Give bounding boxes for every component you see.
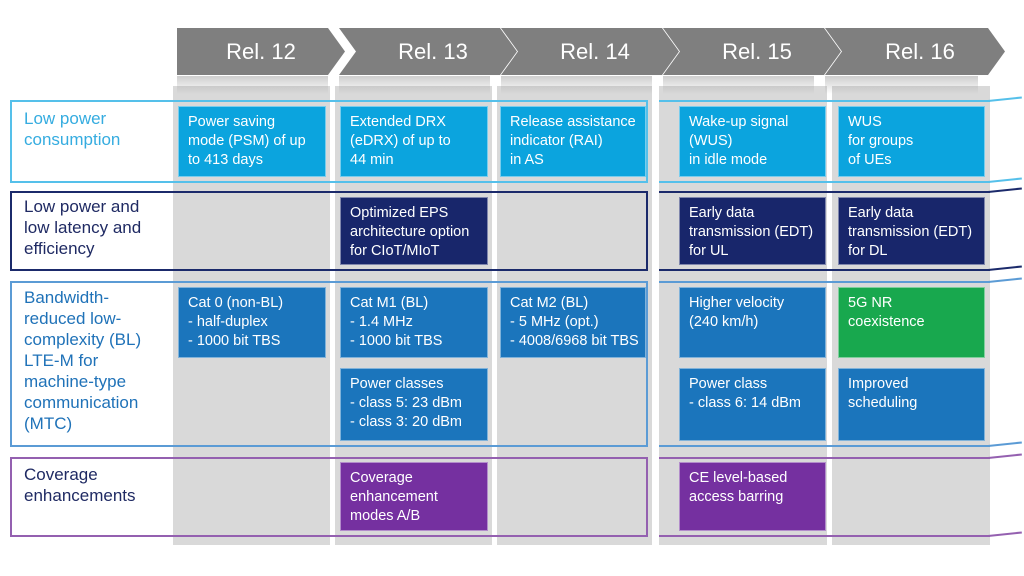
feature-cell-ce-modes-ab: Coverage enhancement modes A/B — [340, 462, 488, 531]
arrow-reflection — [825, 76, 978, 94]
arrow-reflection — [663, 76, 814, 94]
arrow-reflection — [339, 76, 490, 94]
row-border-extension — [987, 96, 1022, 102]
feature-cell-edrx: Extended DRX (eDRX) of up to 44 min — [340, 106, 488, 177]
feature-cell-power-class-6: Power class - class 6: 14 dBm — [679, 368, 826, 441]
feature-cell-5g-nr-coexistence: 5G NR coexistence — [838, 287, 985, 358]
row-border-extension — [987, 531, 1022, 537]
row-box-lte-m-right — [659, 281, 990, 447]
release-arrow-rel16: Rel. 16 — [825, 28, 1005, 75]
feature-cell-wus-groups: WUS for groups of UEs — [838, 106, 985, 177]
arrow-reflection — [177, 76, 328, 94]
feature-cell-ce-access-barring: CE level-based access barring — [679, 462, 826, 531]
row-box-lte-m-left — [10, 281, 648, 447]
feature-cell-improved-scheduling: Improved scheduling — [838, 368, 985, 441]
release-arrow-rel15: Rel. 15 — [663, 28, 841, 75]
release-arrow-rel14: Rel. 14 — [501, 28, 679, 75]
row-border-extension — [987, 277, 1022, 283]
row-label-low-latency: Low power and low latency and efficiency — [24, 197, 142, 259]
feature-cell-cat-m1: Cat M1 (BL) - 1.4 MHz - 1000 bit TBS — [340, 287, 488, 358]
row-border-extension — [987, 177, 1022, 183]
release-arrow-rel12: Rel. 12 — [177, 28, 345, 75]
row-box-coverage-left — [10, 457, 648, 537]
feature-cell-higher-velocity: Higher velocity (240 km/h) — [679, 287, 826, 358]
row-label-low-power-consumption: Low power consumption — [24, 109, 121, 150]
row-label-coverage-enhancements: Coverage enhancements — [24, 465, 136, 506]
row-box-low-power-right — [659, 100, 990, 183]
row-box-low-power-left — [10, 100, 648, 183]
feature-cell-power-classes: Power classes - class 5: 23 dBm - class … — [340, 368, 488, 441]
row-border-extension — [987, 441, 1022, 447]
feature-cell-edt-dl: Early data transmission (EDT) for DL — [838, 197, 985, 265]
row-box-low-latency-left — [10, 191, 648, 271]
feature-cell-edt-ul: Early data transmission (EDT) for UL — [679, 197, 826, 265]
row-border-extension — [987, 265, 1022, 271]
feature-cell-psm: Power saving mode (PSM) of up to 413 day… — [178, 106, 326, 177]
feature-cell-eps-ciot: Optimized EPS architecture option for CI… — [340, 197, 488, 265]
row-label-lte-m-mtc: Bandwidth- reduced low- complexity (BL) … — [24, 288, 142, 434]
release-arrow-rel13: Rel. 13 — [339, 28, 517, 75]
arrow-reflection — [501, 76, 652, 94]
feature-cell-cat0: Cat 0 (non-BL) - half-duplex - 1000 bit … — [178, 287, 326, 358]
feature-cell-cat-m2: Cat M2 (BL) - 5 MHz (opt.) - 4008/6968 b… — [500, 287, 646, 358]
feature-cell-rai: Release assistance indicator (RAI) in AS — [500, 106, 646, 177]
feature-cell-wus: Wake-up signal (WUS) in idle mode — [679, 106, 826, 177]
row-border-extension — [987, 187, 1022, 193]
row-box-low-latency-right — [659, 191, 990, 271]
row-box-coverage-right — [659, 457, 990, 537]
row-border-extension — [987, 453, 1022, 459]
